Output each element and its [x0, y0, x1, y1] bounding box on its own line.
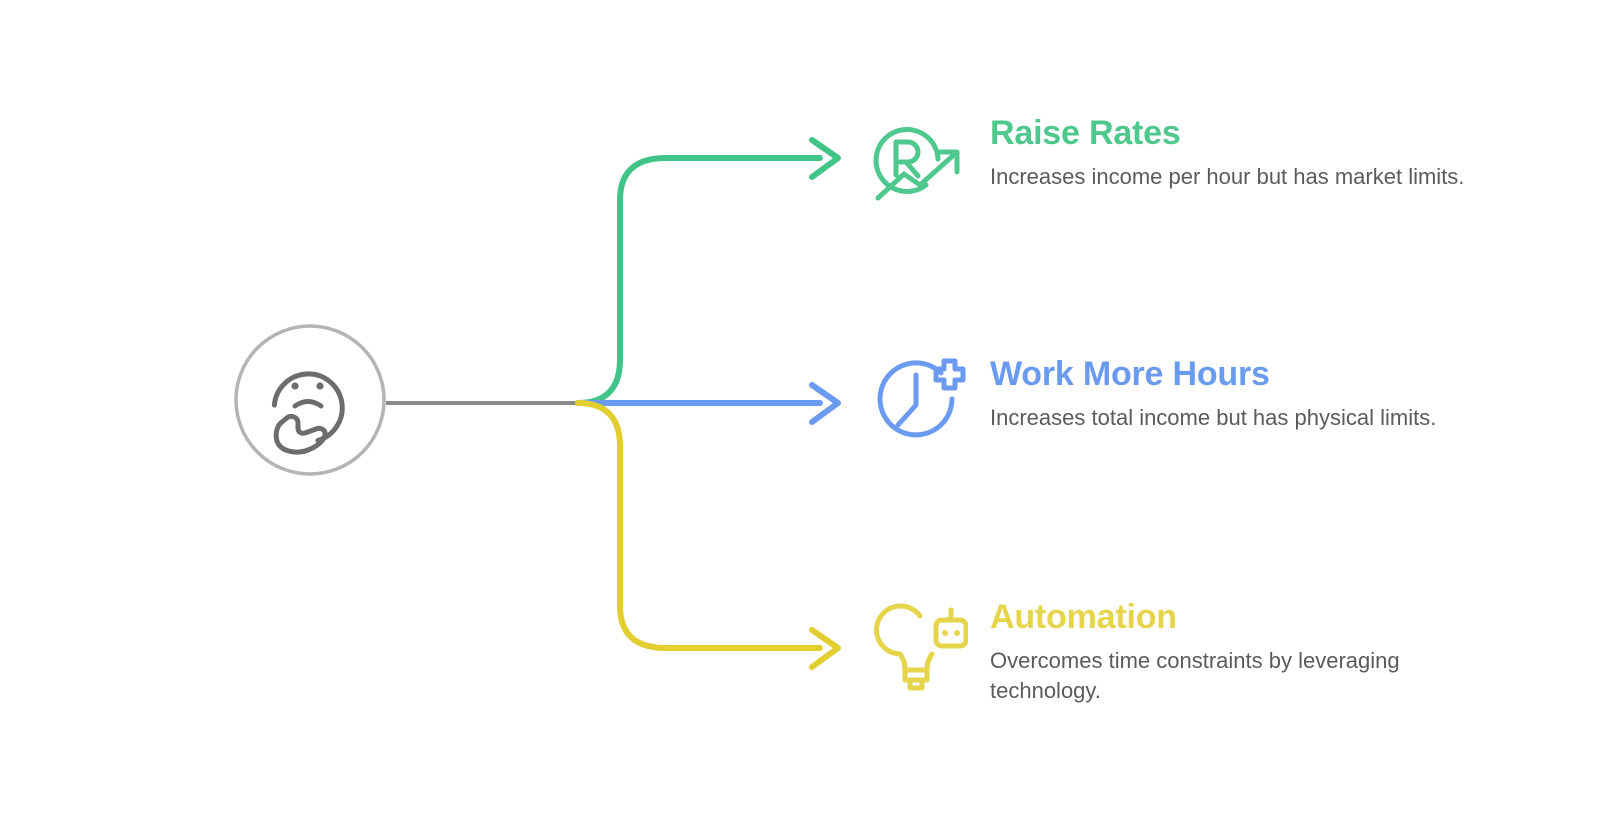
arrowhead-automation — [809, 627, 841, 670]
branch-text-work-more-hours: Work More Hours Increases total income b… — [990, 353, 1436, 433]
branch-description-automation: Overcomes time constraints by leveraging… — [990, 648, 1400, 703]
branch-text-raise-rates: Raise Rates Increases income per hour bu… — [990, 112, 1464, 192]
branch-work-more-hours[interactable]: Work More Hours Increases total income b… — [864, 353, 1436, 449]
branch-text-automation: Automation Overcomes time constraints by… — [990, 596, 1490, 706]
lightbulb-robot-icon — [864, 596, 968, 692]
thinking-face-icon — [234, 324, 386, 476]
clock-plus-icon — [864, 353, 968, 449]
branch-description-work-more-hours: Increases total income but has physical … — [990, 405, 1437, 431]
branch-title-automation: Automation — [990, 598, 1177, 636]
rate-circle-trending-up-icon — [864, 112, 968, 208]
branch-description-raise-rates: Increases income per hour but has market… — [990, 164, 1465, 190]
branch-raise-rates[interactable]: Raise Rates Increases income per hour bu… — [864, 112, 1464, 208]
connector-automation — [575, 400, 823, 651]
branch-title-raise-rates: Raise Rates — [990, 114, 1181, 152]
source-node — [232, 322, 388, 478]
arrowhead-raise-rates — [809, 137, 841, 180]
branch-automation[interactable]: Automation Overcomes time constraints by… — [864, 596, 1490, 706]
branch-title-work-more-hours: Work More Hours — [990, 355, 1270, 393]
arrowhead-work-more-hours — [809, 382, 841, 425]
connector-raise-rates — [575, 155, 823, 406]
